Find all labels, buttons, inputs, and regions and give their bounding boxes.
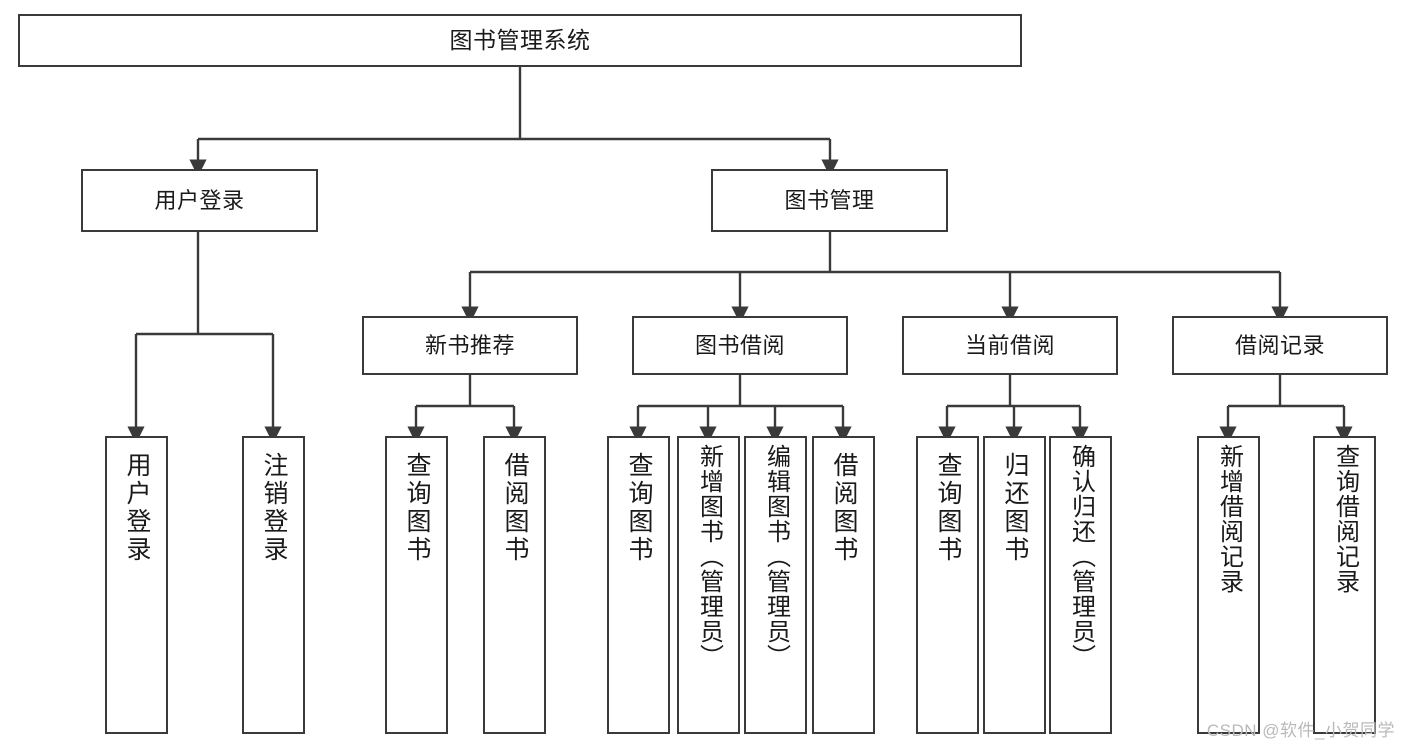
node-label: 用户登录 [123,452,151,564]
node-current-borrow[interactable]: 当前借阅 [902,316,1118,375]
node-label: 确认归还（管理员） [1067,444,1095,669]
node-leaf-return-book[interactable]: 归还图书 [983,436,1046,734]
node-label: 借阅记录 [1234,332,1325,358]
node-label: 编辑图书（管理员） [762,444,790,669]
node-book-management[interactable]: 图书管理 [711,169,948,232]
csdn-watermark: CSDN @软件_小贺同学 [1206,721,1395,740]
node-label: 用户登录 [154,187,245,213]
node-label: 查询借阅记录 [1331,444,1359,594]
node-label: 图书借阅 [694,332,785,358]
node-leaf-query-book-3[interactable]: 查询图书 [916,436,979,734]
node-leaf-query-book-1[interactable]: 查询图书 [385,436,448,734]
node-label: 归还图书 [1001,452,1029,564]
node-label: 图书管理 [784,187,875,213]
node-label: 借阅图书 [501,452,529,564]
node-user-login[interactable]: 用户登录 [81,169,318,232]
node-label: 查询图书 [625,452,653,564]
node-leaf-add-borrow-record[interactable]: 新增借阅记录 [1197,436,1260,734]
node-label: 查询图书 [934,452,962,564]
node-leaf-confirm-return[interactable]: 确认归还（管理员） [1049,436,1112,734]
node-label: 借阅图书 [830,452,858,564]
node-leaf-add-book[interactable]: 新增图书（管理员） [677,436,740,734]
node-leaf-borrow-book-1[interactable]: 借阅图书 [483,436,546,734]
node-leaf-edit-book[interactable]: 编辑图书（管理员） [744,436,807,734]
node-root-book-management-system[interactable]: 图书管理系统 [18,14,1022,67]
node-borrow-record[interactable]: 借阅记录 [1172,316,1388,375]
node-label: 图书管理系统 [449,26,591,53]
node-label: 新书推荐 [424,332,515,358]
node-label: 新增图书（管理员） [695,444,723,669]
node-label: 当前借阅 [964,332,1055,358]
node-label: 查询图书 [403,452,431,564]
node-leaf-borrow-book-2[interactable]: 借阅图书 [812,436,875,734]
node-leaf-user-logout[interactable]: 注销登录 [242,436,305,734]
node-leaf-user-login[interactable]: 用户登录 [105,436,168,734]
node-new-book-recommend[interactable]: 新书推荐 [362,316,578,375]
node-label: 新增借阅记录 [1215,444,1243,594]
node-label: 注销登录 [260,452,288,564]
node-leaf-query-borrow-record[interactable]: 查询借阅记录 [1313,436,1376,734]
node-book-borrow[interactable]: 图书借阅 [632,316,848,375]
node-leaf-query-book-2[interactable]: 查询图书 [607,436,670,734]
